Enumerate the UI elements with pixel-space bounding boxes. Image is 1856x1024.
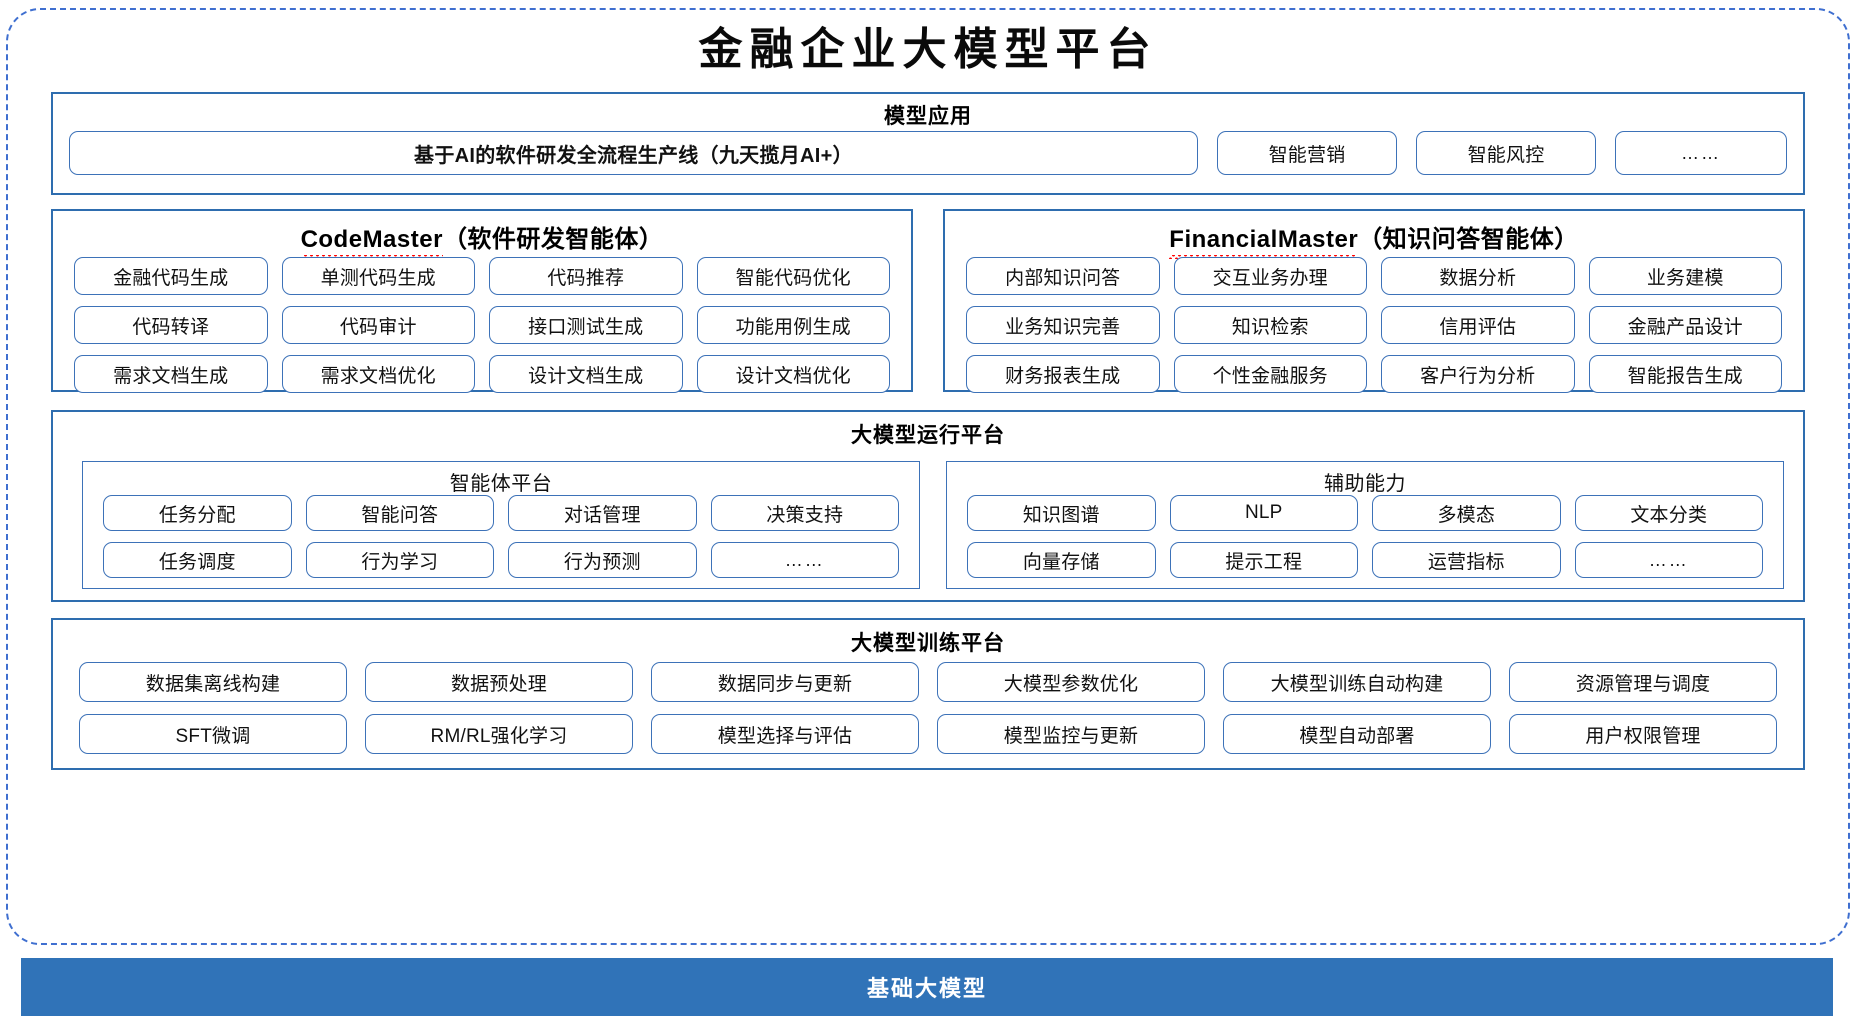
code-master-item-7[interactable]: 接口测试生成 bbox=[489, 306, 683, 344]
section-model-application: 模型应用 基于AI的软件研发全流程生产线（九天揽月AI+） 智能营销 智能风控 … bbox=[51, 92, 1805, 195]
app-item-smart-risk-control[interactable]: 智能风控 bbox=[1416, 131, 1596, 175]
financial-master-item-5[interactable]: 业务知识完善 bbox=[966, 306, 1160, 344]
financial-master-item-1[interactable]: 内部知识问答 bbox=[966, 257, 1160, 295]
code-master-item-12[interactable]: 设计文档优化 bbox=[696, 355, 890, 393]
agent-platform-item-1[interactable]: 任务分配 bbox=[103, 495, 292, 531]
auxiliary-item-8[interactable]: …… bbox=[1574, 542, 1763, 578]
auxiliary-item-2[interactable]: NLP bbox=[1169, 495, 1358, 531]
financial-master-item-4[interactable]: 业务建模 bbox=[1588, 257, 1782, 295]
agent-platform-item-4[interactable]: 决策支持 bbox=[710, 495, 899, 531]
code-master-item-5[interactable]: 代码转译 bbox=[74, 306, 268, 344]
code-master-item-6[interactable]: 代码审计 bbox=[281, 306, 475, 344]
training-platform-item-3[interactable]: 数据同步与更新 bbox=[651, 662, 919, 702]
financial-master-item-2[interactable]: 交互业务办理 bbox=[1173, 257, 1367, 295]
training-platform-item-6[interactable]: 资源管理与调度 bbox=[1509, 662, 1777, 702]
financial-master-item-8[interactable]: 金融产品设计 bbox=[1588, 306, 1782, 344]
code-master-suffix: （软件研发智能体） bbox=[442, 226, 664, 253]
financial-master-item-6[interactable]: 知识检索 bbox=[1173, 306, 1367, 344]
training-platform-item-10[interactable]: 模型监控与更新 bbox=[937, 714, 1205, 754]
financial-master-suffix: （知识问答智能体） bbox=[1358, 226, 1579, 253]
financial-master-item-9[interactable]: 财务报表生成 bbox=[966, 355, 1160, 393]
training-platform-item-8[interactable]: RM/RL强化学习 bbox=[365, 714, 633, 754]
base-model-label: 基础大模型 bbox=[866, 976, 987, 1001]
agent-platform-item-6[interactable]: 行为学习 bbox=[305, 542, 494, 578]
section-title-training-platform: 大模型训练平台 bbox=[851, 632, 1005, 655]
training-platform-item-grid: 数据集离线构建数据预处理数据同步与更新大模型参数优化大模型训练自动构建资源管理与… bbox=[79, 662, 1777, 754]
auxiliary-item-5[interactable]: 向量存储 bbox=[967, 542, 1156, 578]
subsection-auxiliary-capability: 辅助能力 知识图谱 NLP 多模态文本分类向量存储提示工程运营指标 …… bbox=[946, 461, 1784, 589]
training-platform-item-9[interactable]: 模型选择与评估 bbox=[651, 714, 919, 754]
training-platform-item-1[interactable]: 数据集离线构建 bbox=[79, 662, 347, 702]
code-master-heading: CodeMaster（软件研发智能体） bbox=[53, 219, 911, 259]
subsection-title-auxiliary-capability: 辅助能力 bbox=[1324, 473, 1406, 495]
training-platform-item-2[interactable]: 数据预处理 bbox=[365, 662, 633, 702]
training-platform-item-7[interactable]: SFT微调 bbox=[79, 714, 347, 754]
financial-master-item-10[interactable]: 个性金融服务 bbox=[1173, 355, 1367, 393]
financial-master-item-grid: 内部知识问答交互业务办理数据分析业务建模业务知识完善知识检索信用评估金融产品设计… bbox=[966, 257, 1782, 393]
code-master-item-2[interactable]: 单测代码生成 bbox=[281, 257, 475, 295]
auxiliary-item-4[interactable]: 文本分类 bbox=[1574, 495, 1763, 531]
section-financial-master: FinancialMaster（知识问答智能体） 内部知识问答交互业务办理数据分… bbox=[943, 209, 1805, 393]
agent-platform-item-3[interactable]: 对话管理 bbox=[508, 495, 697, 531]
auxiliary-item-3[interactable]: 多模态 bbox=[1372, 495, 1561, 531]
subsection-title-agent-platform: 智能体平台 bbox=[449, 473, 553, 495]
outer-dashed-frame bbox=[6, 8, 1850, 945]
financial-master-item-12[interactable]: 智能报告生成 bbox=[1588, 355, 1782, 393]
financial-master-heading: FinancialMaster（知识问答智能体） bbox=[945, 219, 1803, 259]
code-master-name: CodeMaster bbox=[300, 226, 444, 259]
financial-master-item-11[interactable]: 客户行为分析 bbox=[1381, 355, 1575, 393]
auxiliary-capability-item-grid: 知识图谱 NLP 多模态文本分类向量存储提示工程运营指标 …… bbox=[967, 495, 1763, 578]
subsection-agent-platform: 智能体平台 任务分配智能问答对话管理决策支持任务调度行为学习行为预测 …… bbox=[82, 461, 920, 589]
agent-platform-item-grid: 任务分配智能问答对话管理决策支持任务调度行为学习行为预测 …… bbox=[103, 495, 899, 578]
section-training-platform: 大模型训练平台 数据集离线构建数据预处理数据同步与更新大模型参数优化大模型训练自… bbox=[51, 618, 1805, 770]
agent-platform-item-8[interactable]: …… bbox=[710, 542, 899, 578]
section-title-runtime-platform: 大模型运行平台 bbox=[851, 424, 1005, 447]
code-master-item-10[interactable]: 需求文档优化 bbox=[281, 355, 475, 393]
training-platform-item-11[interactable]: 模型自动部署 bbox=[1223, 714, 1491, 754]
code-master-item-3[interactable]: 代码推荐 bbox=[489, 257, 683, 295]
auxiliary-item-7[interactable]: 运营指标 bbox=[1372, 542, 1561, 578]
page-title: 金融企业大模型平台 bbox=[698, 24, 1158, 75]
code-master-item-9[interactable]: 需求文档生成 bbox=[74, 355, 268, 393]
auxiliary-item-6[interactable]: 提示工程 bbox=[1169, 542, 1358, 578]
financial-master-item-3[interactable]: 数据分析 bbox=[1381, 257, 1575, 295]
base-model-band: 基础大模型 bbox=[21, 958, 1833, 1016]
code-master-item-grid: 金融代码生成单测代码生成代码推荐智能代码优化代码转译代码审计接口测试生成功能用例… bbox=[74, 257, 890, 393]
agent-platform-item-5[interactable]: 任务调度 bbox=[103, 542, 292, 578]
app-item-smart-marketing[interactable]: 智能营销 bbox=[1217, 131, 1397, 175]
training-platform-item-5[interactable]: 大模型训练自动构建 bbox=[1223, 662, 1491, 702]
financial-master-name: FinancialMaster bbox=[1169, 226, 1359, 259]
financial-master-item-7[interactable]: 信用评估 bbox=[1381, 306, 1575, 344]
agent-platform-item-7[interactable]: 行为预测 bbox=[508, 542, 697, 578]
code-master-item-1[interactable]: 金融代码生成 bbox=[74, 257, 268, 295]
agent-platform-item-2[interactable]: 智能问答 bbox=[305, 495, 494, 531]
section-title-model-application: 模型应用 bbox=[884, 105, 972, 128]
app-item-production-line[interactable]: 基于AI的软件研发全流程生产线（九天揽月AI+） bbox=[69, 131, 1198, 175]
training-platform-item-12[interactable]: 用户权限管理 bbox=[1509, 714, 1777, 754]
app-item-ellipsis[interactable]: …… bbox=[1615, 131, 1787, 175]
code-master-item-8[interactable]: 功能用例生成 bbox=[696, 306, 890, 344]
auxiliary-item-1[interactable]: 知识图谱 bbox=[967, 495, 1156, 531]
section-code-master: CodeMaster（软件研发智能体） 金融代码生成单测代码生成代码推荐智能代码… bbox=[51, 209, 913, 393]
training-platform-item-4[interactable]: 大模型参数优化 bbox=[937, 662, 1205, 702]
code-master-item-11[interactable]: 设计文档生成 bbox=[489, 355, 683, 393]
section-runtime-platform: 大模型运行平台 智能体平台 任务分配智能问答对话管理决策支持任务调度行为学习行为… bbox=[51, 410, 1805, 602]
code-master-item-4[interactable]: 智能代码优化 bbox=[696, 257, 890, 295]
